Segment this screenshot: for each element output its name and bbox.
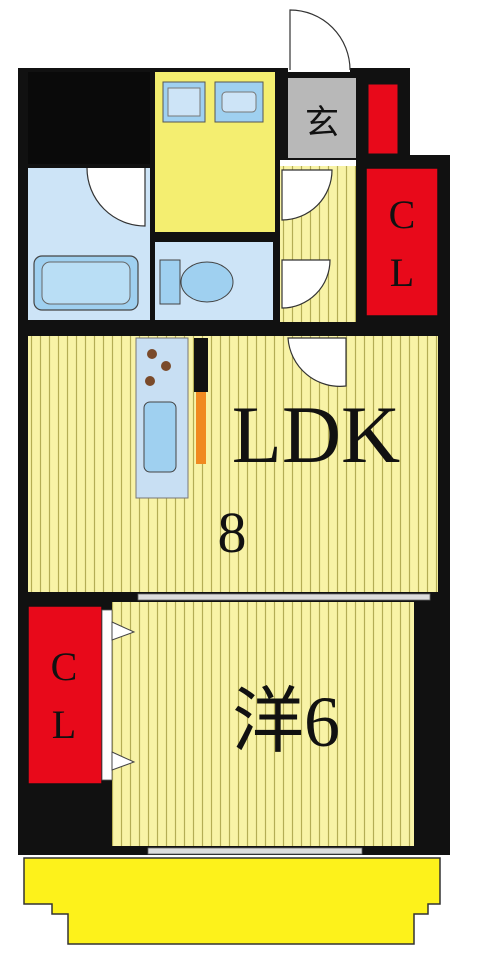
entrance-label: 玄 [305,104,339,142]
entrance-tile [288,78,356,158]
stove-burner-1-icon [147,349,157,359]
entrance-door-swing-icon [289,9,351,71]
closet-entry-small [367,83,399,155]
closet-bedroom-door-strip [101,609,113,781]
kitchen-partition-wall [194,338,208,392]
wall-void [28,72,150,164]
washroom-door-swing-icon [281,169,333,221]
toilet-door-swing-icon [281,259,331,309]
closet-entry-label-l: L [390,250,414,295]
kitchen-sink-icon [143,401,177,473]
ldk-label: LDK [232,389,401,480]
western-room-floor [112,602,414,846]
ldk-door-swing-icon [287,337,347,387]
toilet-bowl-icon [180,261,234,303]
closet-bedroom-label-c: C [51,644,78,689]
washer-inner-icon [221,91,257,113]
western-room-label: 洋6 [232,682,340,762]
bathroom-door-swing-icon [86,167,146,227]
stove-burner-3-icon [145,376,155,386]
closet-door-arrow-bottom-icon [111,751,136,771]
bathtub-inner-icon [41,261,131,305]
sliding-partition [137,593,431,601]
closet-bedroom-label: C L [0,0,2,1]
closet-entry-label-c: C [389,192,416,237]
ldk-floor [28,336,438,592]
closet-door-arrow-top-icon [111,621,136,641]
bedroom-window [147,847,363,855]
stove-burner-2-icon [161,361,171,371]
washbasin-inner-icon [167,87,201,117]
closet-entry [365,167,439,317]
hallway-top-strip [280,160,356,166]
closet-entry-label: C L [0,0,2,1]
closet-bedroom [27,605,103,785]
ldk-size-label: 8 [218,500,247,565]
closet-bedroom-label-l: L [52,702,76,747]
balcony [23,857,441,945]
toilet-tank-icon [159,259,181,305]
kitchen-accent-strip [196,392,206,464]
